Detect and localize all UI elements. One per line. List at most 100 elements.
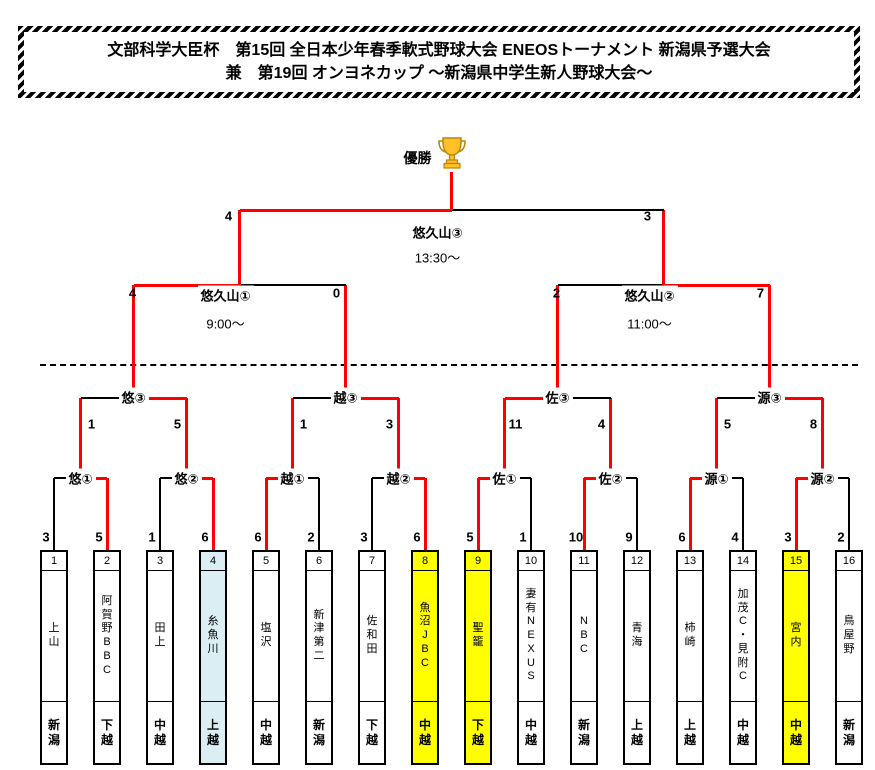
team-region: 新潟 [42,701,66,763]
match-score: 4 [224,208,233,224]
match-label: 佐② [595,468,626,488]
winner-path-line [609,398,612,478]
match-label: 佐③ [542,387,573,407]
team-region: 中越 [254,701,278,763]
team-region: 上越 [678,701,702,763]
match-label: 悠久山② [621,285,678,305]
team-number: 9 [466,552,490,571]
match-score: 5 [723,416,732,432]
tournament-title-line2: 兼 第19回 オンヨネカップ ～新潟県中学生新人野球大会～ [225,65,653,83]
match-time: 13:30～ [414,250,461,266]
winner-path-line [133,396,187,400]
match-label: 源③ [754,387,785,407]
match-score: 2 [307,529,315,545]
bracket-line [318,478,320,550]
team-number: 11 [572,552,596,571]
winner-path-line [769,396,823,400]
team-number: 12 [625,552,649,571]
match-label: 悠① [65,468,96,488]
match-time: 11:00～ [627,316,672,332]
tournament-title-line1: 文部科学大臣杯 第15回 全日本少年春季軟式野球大会 ENEOSトーナメント 新… [107,42,771,59]
team-box: 15 宮内中越 [782,550,810,765]
match-label: 悠② [171,468,202,488]
winner-path-line [79,398,82,478]
winner-path-line [476,478,480,550]
winner-path-line [503,398,506,478]
match-score: 5 [173,416,182,432]
team-region: 中越 [148,701,172,763]
team-name: 田上 [154,622,166,648]
bracket-line [80,397,134,399]
team-number: 7 [360,552,384,571]
team-number: 2 [95,552,119,571]
team-number: 8 [413,552,437,571]
team-number: 14 [731,552,755,571]
bracket-line [716,397,770,399]
match-score: 3 [643,208,652,224]
match-score: 10 [568,529,584,545]
match-score: 3 [784,529,792,545]
match-label: 悠③ [118,387,149,407]
winner-path-line [211,478,215,550]
winner-path-line [239,208,452,212]
team-region: 中越 [784,701,808,763]
team-box: 3 田上中越 [146,550,174,765]
team-number: 13 [678,552,702,571]
match-score: 5 [95,529,103,545]
team-name: 柿崎 [684,622,696,648]
winner-path-line [715,398,718,478]
team-name: 宮内 [790,622,802,648]
match-score: 4 [128,285,137,301]
match-score: 4 [597,416,606,432]
match-label: 越① [277,468,308,488]
bracket-line [159,478,161,550]
winner-path-line [105,478,109,550]
team-name: 青海 [631,622,643,648]
trophy-icon [436,136,468,177]
winner-path-line [450,172,453,210]
team-name: 鳥屋野 [843,615,855,655]
match-score: 11 [508,416,523,432]
match-score: 6 [413,529,421,545]
bracket-line [636,478,638,550]
match-label: 佐① [489,468,520,488]
match-score: 8 [809,416,818,432]
bracket-line [371,478,373,550]
winner-path-line [821,398,824,478]
winner-path-line [556,285,559,398]
winner-path-line [132,285,135,398]
team-region: 上越 [201,701,225,763]
team-region: 新潟 [572,701,596,763]
match-label: 越③ [330,387,361,407]
team-number: 4 [201,552,225,571]
match-label: 悠久山③ [409,222,466,242]
team-number: 15 [784,552,808,571]
team-name: 新津第二 [313,608,325,662]
team-region: 下越 [360,701,384,763]
match-label: 源② [807,468,838,488]
match-score: 0 [332,285,341,301]
match-score: 1 [519,529,527,545]
winner-path-line [133,283,240,287]
match-score: 3 [385,416,394,432]
winner-path-line [397,398,400,478]
team-number: 10 [519,552,543,571]
winner-path-line [185,398,188,478]
team-number: 5 [254,552,278,571]
team-number: 3 [148,552,172,571]
match-score: 1 [299,416,308,432]
